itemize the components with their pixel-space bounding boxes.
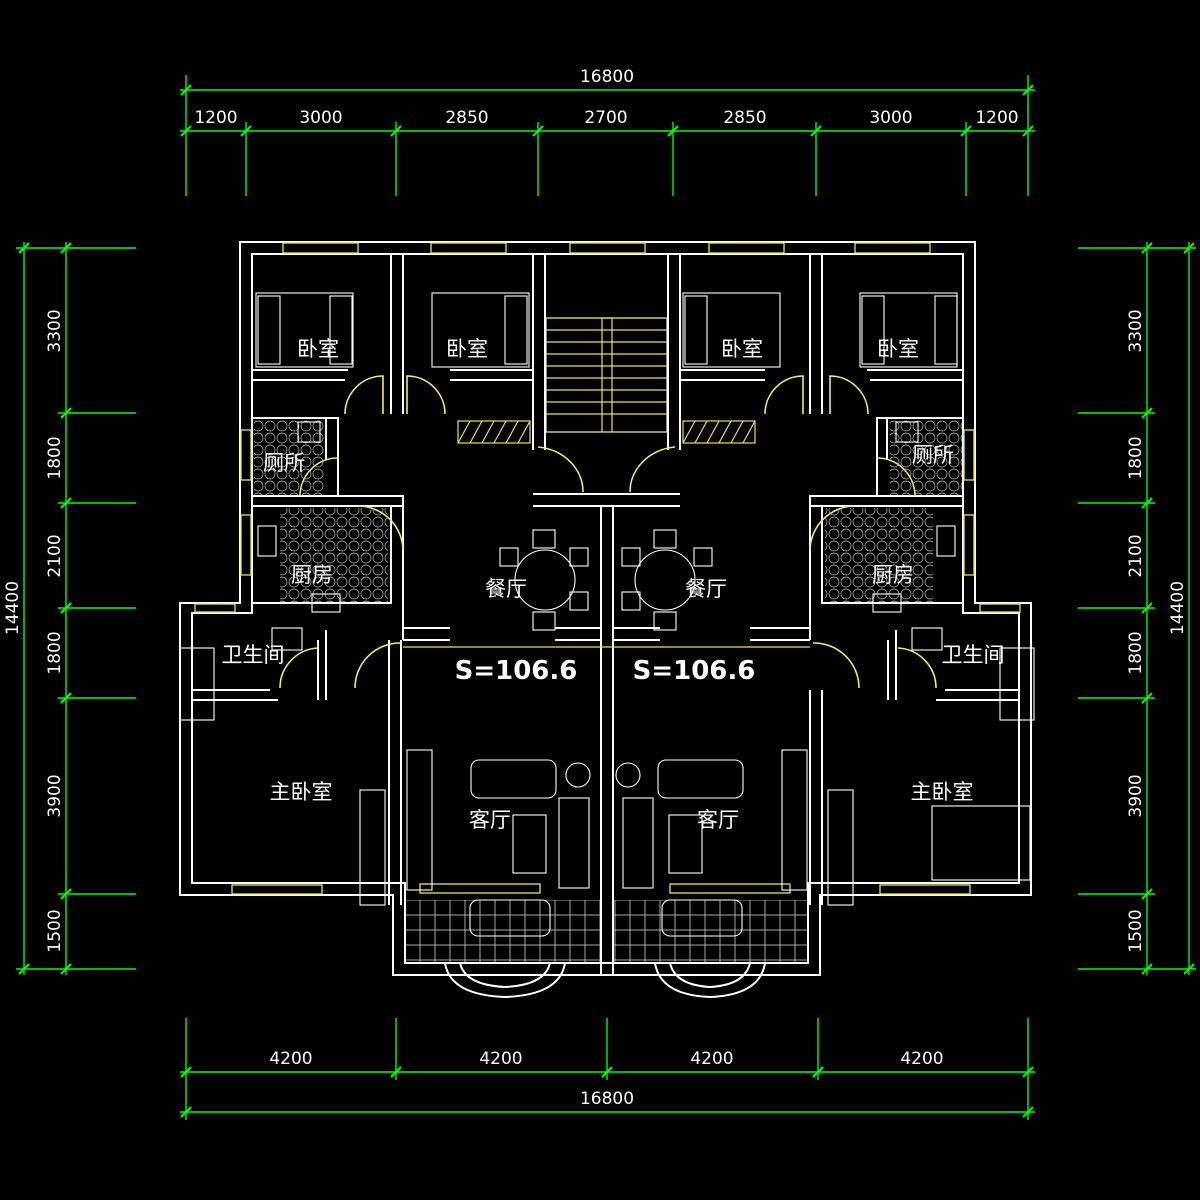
toilet-label-left: 厕所 [263,451,305,475]
area-label-left: S=106.6 [455,656,578,686]
top-dimension-6: 3000 [869,108,912,128]
bedroom-label-2: 卧室 [446,337,488,361]
top-dimension-4: 2700 [584,108,627,128]
left-dimension-5: 3900 [45,774,65,817]
dining-tables [499,529,713,631]
top-dimension-1: 1200 [194,108,237,128]
top-dimension-2: 3000 [299,108,342,128]
right-dimension-1: 3300 [1126,309,1146,352]
dining-label-left: 餐厅 [485,577,527,601]
top-ticks [180,84,1034,137]
left-dimension-lines [16,242,136,975]
windows [194,242,1021,895]
top-total-dimension: 16800 [580,67,634,87]
bedroom-label-4: 卧室 [877,337,919,361]
bathroom-label-right: 卫生间 [942,643,1005,667]
beds [255,292,1031,881]
kitchen-label-left: 厨房 [291,563,333,587]
bedroom-label-3: 卧室 [721,337,763,361]
left-dimension-4: 1800 [45,631,65,674]
left-total-dimension: 14400 [3,581,23,635]
interior-walls [192,254,1019,975]
living-room-label-right: 客厅 [697,808,739,832]
bottom-dimension-2: 4200 [479,1049,522,1069]
top-dimension-5: 2850 [723,108,766,128]
bedroom-label-1: 卧室 [297,337,339,361]
top-dimension-7: 1200 [975,108,1018,128]
living-furniture [359,749,854,937]
right-dimension-lines [1078,242,1196,975]
right-total-dimension: 14400 [1168,581,1188,635]
left-dimension-3: 2100 [45,534,65,577]
area-label-right: S=106.6 [633,656,756,686]
left-dimension-2: 1800 [45,436,65,479]
living-room-label-left: 客厅 [469,808,511,832]
bottom-dimension-3: 4200 [690,1049,733,1069]
right-dimension-5: 3900 [1126,774,1146,817]
dining-label-right: 餐厅 [685,577,727,601]
left-dimension-6: 1500 [45,909,65,952]
bathroom-label-left: 卫生间 [222,643,285,667]
bath-fixtures [179,421,1035,721]
tiled-floors [254,420,962,999]
bottom-dimension-1: 4200 [269,1049,312,1069]
staircase [545,317,668,433]
master-bedroom-label-right: 主卧室 [911,780,974,804]
master-bedroom-label-left: 主卧室 [270,780,333,804]
kitchen-label-right: 厨房 [872,563,914,587]
bottom-dimension-4: 4200 [900,1049,943,1069]
bottom-total-dimension: 16800 [580,1089,634,1109]
toilet-label-right: 厕所 [912,443,954,467]
bottom-dimension-lines [180,1018,1035,1120]
right-dimension-4: 1800 [1126,631,1146,674]
door-swings [279,375,937,689]
right-dimension-3: 2100 [1126,534,1146,577]
exterior-walls [179,241,1032,976]
wardrobes [457,420,756,444]
right-dimension-6: 1500 [1126,909,1146,952]
left-dimension-1: 3300 [45,309,65,352]
top-dimension-lines [180,75,1035,196]
top-dimension-3: 2850 [445,108,488,128]
right-dimension-2: 1800 [1126,436,1146,479]
